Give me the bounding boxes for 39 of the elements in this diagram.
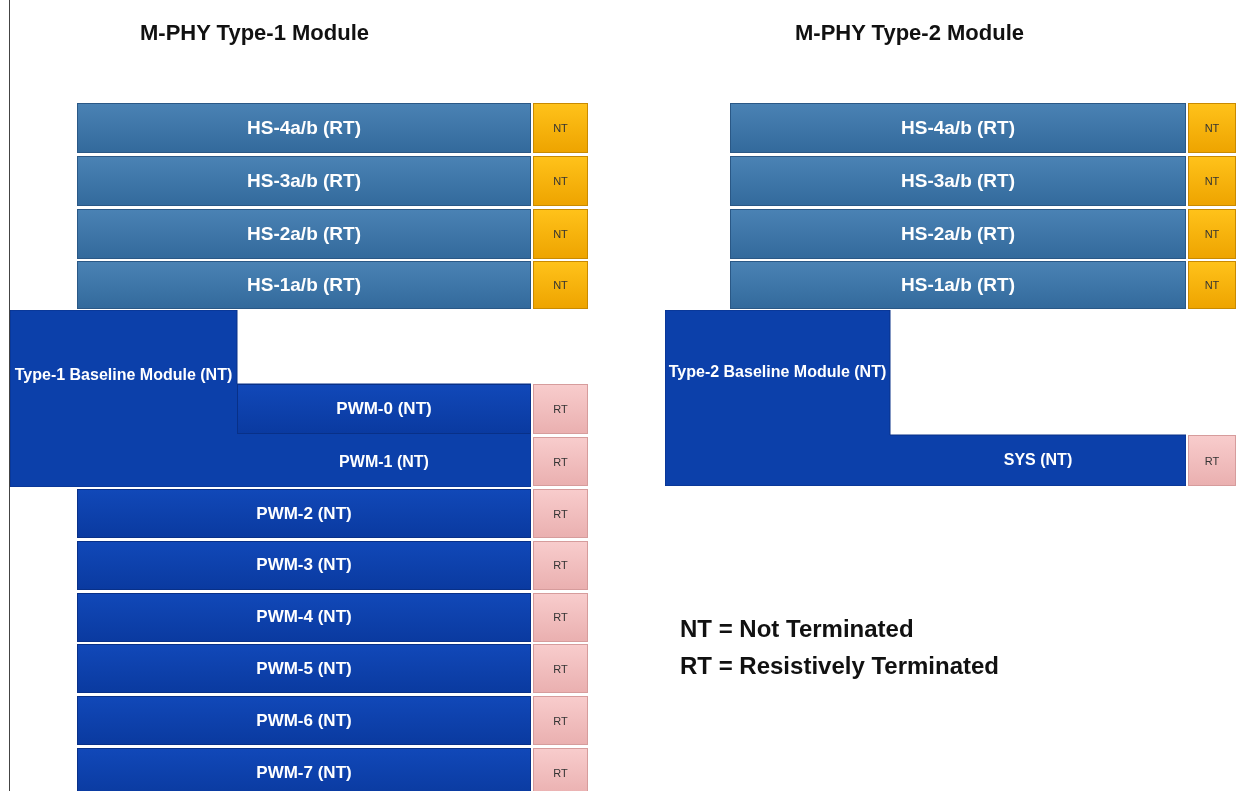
termination-tag: RT bbox=[533, 696, 588, 746]
lane-bar: PWM-7 (NT) bbox=[77, 748, 531, 791]
termination-tag: NT bbox=[533, 261, 588, 309]
lane-bar: HS-4a/b (RT) bbox=[730, 103, 1186, 153]
lane-bar: PWM-6 (NT) bbox=[77, 696, 531, 746]
termination-tag: RT bbox=[533, 644, 588, 694]
legend-note: RT = Resistively Terminated bbox=[680, 652, 999, 680]
lane-bar: PWM-5 (NT) bbox=[77, 644, 531, 694]
termination-tag: NT bbox=[533, 209, 588, 259]
legend-note: NT = Not Terminated bbox=[680, 615, 914, 643]
lane-bar: HS-1a/b (RT) bbox=[77, 261, 531, 309]
termination-tag: NT bbox=[1188, 209, 1236, 259]
termination-tag: NT bbox=[533, 103, 588, 153]
lane-bar: HS-2a/b (RT) bbox=[77, 209, 531, 259]
termination-tag: RT bbox=[1188, 435, 1236, 486]
lane-bar: HS-4a/b (RT) bbox=[77, 103, 531, 153]
termination-tag: NT bbox=[1188, 156, 1236, 206]
termination-tag: RT bbox=[533, 384, 588, 434]
lane-bar: HS-2a/b (RT) bbox=[730, 209, 1186, 259]
termination-tag: NT bbox=[533, 156, 588, 206]
lane-bar: PWM-3 (NT) bbox=[77, 540, 531, 590]
lane-bar: PWM-4 (NT) bbox=[77, 592, 531, 642]
termination-tag: NT bbox=[1188, 261, 1236, 309]
termination-tag: NT bbox=[1188, 103, 1236, 153]
lane-bar: HS-3a/b (RT) bbox=[730, 156, 1186, 206]
termination-tag: RT bbox=[533, 540, 588, 590]
termination-tag: RT bbox=[533, 489, 588, 538]
lane-label: PWM-1 (NT) bbox=[339, 451, 429, 472]
lane-bar: PWM-2 (NT) bbox=[77, 489, 531, 538]
termination-tag: RT bbox=[533, 748, 588, 791]
lane-label: SYS (NT) bbox=[1003, 450, 1073, 471]
lane-bar: HS-3a/b (RT) bbox=[77, 156, 531, 206]
section-heading: M-PHY Type-2 Module bbox=[795, 20, 1024, 46]
termination-tag: RT bbox=[533, 437, 588, 486]
module-title: Type-2 Baseline Module (NT) bbox=[668, 362, 887, 383]
termination-tag: RT bbox=[533, 592, 588, 642]
lane-bar: HS-1a/b (RT) bbox=[730, 261, 1186, 309]
section-heading: M-PHY Type-1 Module bbox=[140, 20, 369, 46]
module-title: Type-1 Baseline Module (NT) bbox=[14, 364, 233, 385]
